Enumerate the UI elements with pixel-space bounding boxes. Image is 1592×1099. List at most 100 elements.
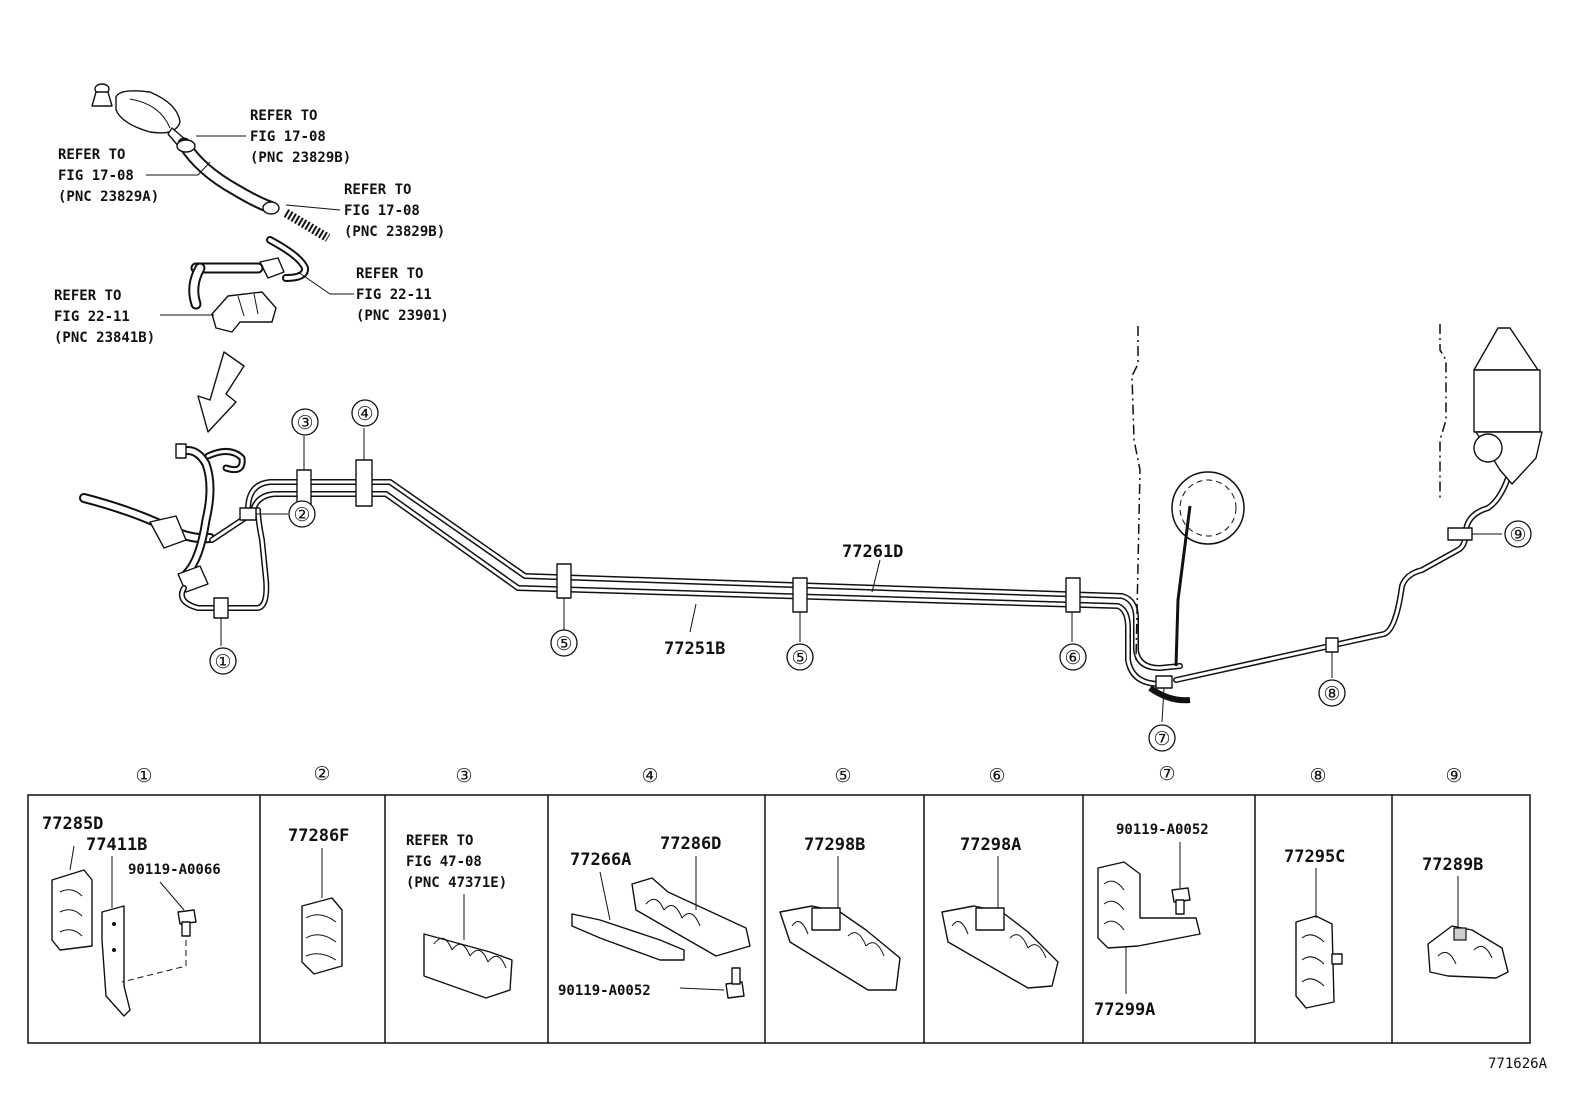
reference-line: FIG 22-11 (54, 309, 130, 325)
body-outline (1131, 324, 1447, 661)
clip-icon (571, 913, 685, 961)
clamp-marker-5b: ⑤ (786, 643, 814, 671)
clamp-marker-8: ⑧ (1318, 679, 1346, 707)
leader-line (297, 271, 354, 295)
panel-marker-9: ⑨ (1445, 765, 1462, 787)
bolt-icon (1171, 887, 1191, 915)
clamp-icon (631, 877, 751, 957)
fuel-filter-inset (91, 83, 354, 433)
panel-2: 77286F (288, 826, 349, 975)
reference-line: (PNC 23829B) (344, 224, 445, 240)
reference-line: FIG 17-08 (58, 168, 134, 184)
reference-line: FIG 47-08 (406, 854, 482, 870)
part-number: 90119-A0052 (558, 983, 651, 999)
panel-8: 77295C (1284, 847, 1345, 1009)
part-number: 90119-A0066 (128, 862, 221, 878)
leader-line (146, 161, 211, 176)
panel-1: 77285D 77411B 90119-A0066 (42, 814, 221, 1017)
clamp-icon (779, 905, 901, 991)
reference-note-filter-outlet: REFER TO FIG 17-08 (PNC 23829B) (250, 108, 351, 166)
clamp-marker-2: ② (288, 500, 316, 528)
reference-line: REFER TO (54, 288, 121, 304)
fuel-tube-routing (79, 443, 1511, 704)
reference-note-hose-clamp: REFER TO FIG 17-08 (PNC 23829B) (344, 182, 445, 240)
clamp-marker-text: ② (293, 504, 310, 526)
part-number: 77298B (804, 835, 865, 855)
reference-line: REFER TO (250, 108, 317, 124)
clamp-icon (423, 933, 513, 999)
clamp-marker-text: ⑤ (791, 647, 808, 669)
bolt-icon (177, 909, 197, 937)
tube-part-lower: 77251B (664, 639, 725, 659)
marker-leaders (220, 428, 1502, 723)
clamp-marker-text: ④ (356, 403, 373, 425)
panel-3: REFER TO FIG 47-08 (PNC 47371E) (406, 833, 513, 999)
clamp-marker-text: ⑥ (1064, 647, 1081, 669)
clamp-marker-9: ⑨ (1504, 520, 1532, 548)
tube-part-upper: 77261D (842, 542, 903, 562)
leader-line (285, 204, 341, 211)
reference-line: (PNC 23841B) (54, 330, 155, 346)
reference-note-filter-hose: REFER TO FIG 17-08 (PNC 23829A) (58, 147, 159, 205)
bolt-icon (725, 967, 745, 999)
clamp-marker-text: ⑧ (1323, 683, 1340, 705)
panel-marker-6: ⑥ (988, 765, 1005, 787)
panel-marker-2: ② (313, 763, 330, 785)
bracket-icon (101, 905, 131, 1017)
reference-line: REFER TO (406, 833, 473, 849)
panel-markers: ① ② ③ ④ ⑤ ⑥ ⑦ ⑧ ⑨ (135, 763, 1462, 787)
clamp-icon (1295, 915, 1343, 1009)
clamp-icon (51, 869, 93, 951)
reference-note-connector: REFER TO FIG 22-11 (PNC 23841B) (54, 288, 155, 346)
part-number: 77299A (1094, 1000, 1155, 1020)
panel-marker-1: ① (135, 765, 152, 787)
reference-line: FIG 22-11 (356, 287, 432, 303)
clamp-marker-text: ① (214, 651, 231, 673)
part-number: 77286F (288, 826, 349, 846)
panel-7: 90119-A0052 77299A (1094, 822, 1209, 1020)
clamp-marker-3: ③ (291, 408, 319, 436)
clamp-marker-1: ① (209, 647, 237, 675)
quick-connector-icon (211, 291, 277, 333)
pipe-joint-icon (188, 236, 309, 310)
reference-line: FIG 17-08 (250, 129, 326, 145)
reference-line: (PNC 23901) (356, 308, 449, 324)
reference-line: REFER TO (58, 147, 125, 163)
clamp-marker-5: ⑤ (550, 629, 578, 657)
reference-line: (PNC 47371E) (406, 875, 507, 891)
diagram-id: 771626A (1488, 1056, 1548, 1072)
part-number: 77285D (42, 814, 103, 834)
fuel-pump-icon (1473, 327, 1543, 485)
reference-line: (PNC 23829A) (58, 189, 159, 205)
clamp-marker-4: ④ (351, 399, 379, 427)
panel-marker-4: ④ (641, 765, 658, 787)
fuel-filter-icon (91, 83, 187, 149)
panel-marker-7: ⑦ (1158, 763, 1175, 785)
part-number: 90119-A0052 (1116, 822, 1209, 838)
clamp-marker-text: ⑤ (555, 633, 572, 655)
reference-line: FIG 17-08 (344, 203, 420, 219)
coiled-hose-icon (283, 209, 331, 242)
clamp-icon (301, 897, 343, 975)
part-number: 77298A (960, 835, 1021, 855)
panel-marker-3: ③ (455, 765, 472, 787)
view-direction-arrow-icon (197, 351, 245, 433)
part-number: 77295C (1284, 847, 1345, 867)
part-number: 77411B (86, 835, 147, 855)
panel-marker-8: ⑧ (1309, 765, 1326, 787)
panel-4: 77266A 77286D 90119-A0052 (558, 834, 751, 999)
part-number: 77289B (1422, 855, 1483, 875)
clamp-icon (1427, 925, 1509, 979)
panel-6: 77298A (941, 835, 1059, 989)
reference-line: (PNC 23829B) (250, 150, 351, 166)
part-number: 77286D (660, 834, 721, 854)
clamp-marker-text: ⑦ (1153, 728, 1170, 750)
panel-9: 77289B (1422, 855, 1509, 979)
bracket-clamp-icon (1097, 861, 1201, 949)
detail-table (27, 794, 1531, 1044)
clamp-marker-text: ⑨ (1509, 524, 1526, 546)
part-number: 77266A (570, 850, 631, 870)
clamp-marker-7: ⑦ (1148, 724, 1176, 752)
panel-5: 77298B (779, 835, 901, 991)
